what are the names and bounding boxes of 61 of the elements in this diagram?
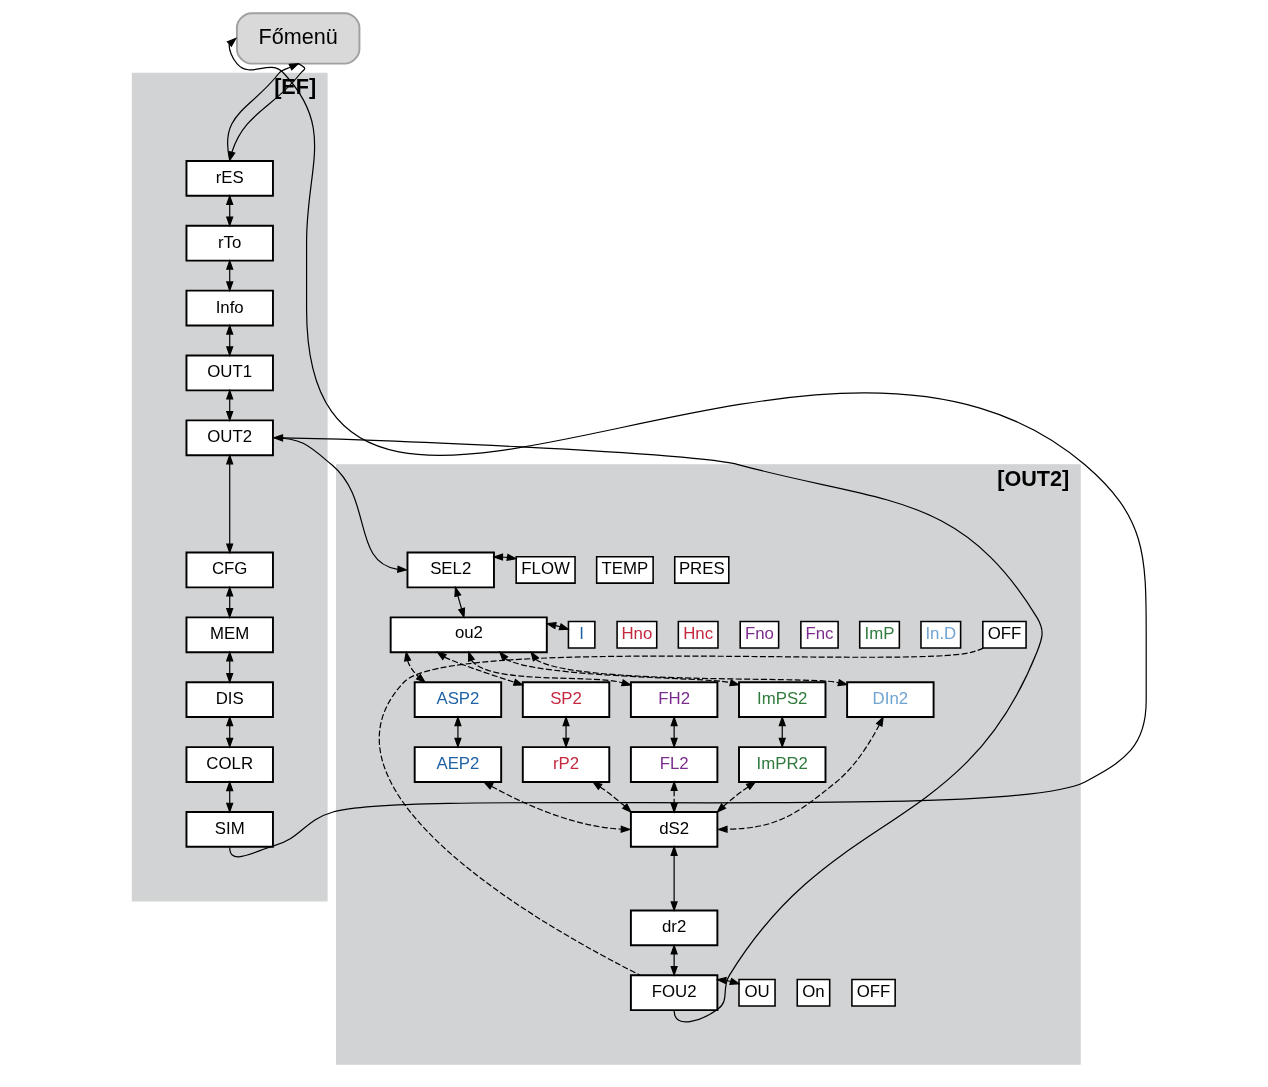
arrow xyxy=(669,845,678,913)
node-box: TEMP xyxy=(595,555,654,584)
arrow xyxy=(403,650,426,684)
arrow xyxy=(669,780,678,814)
arrow xyxy=(591,781,632,814)
node-box: FOU2 xyxy=(629,974,718,1012)
arrow xyxy=(482,781,631,833)
node-box: Info xyxy=(185,289,274,327)
node-box: FLOW xyxy=(514,555,576,584)
node-box: dr2 xyxy=(629,909,718,947)
node-box: ASP2 xyxy=(413,681,502,719)
node-box: DIn2 xyxy=(845,681,935,719)
node-box: Fnc xyxy=(799,620,839,649)
node-box: ImPR2 xyxy=(737,746,826,783)
arrow xyxy=(529,650,849,687)
node-box: ImP xyxy=(858,620,900,649)
node-box: COLR xyxy=(185,746,274,783)
node-box: FL2 xyxy=(629,746,718,783)
node-box: Hno xyxy=(615,620,657,649)
connector xyxy=(378,647,984,976)
arrow xyxy=(715,781,757,814)
node-box: OUT2 xyxy=(185,419,274,457)
node-box: I xyxy=(567,620,596,649)
arrow xyxy=(561,715,570,749)
arrow xyxy=(498,650,740,687)
node-box: rP2 xyxy=(521,746,610,783)
arrow xyxy=(435,651,524,686)
arrow xyxy=(453,585,465,619)
node-box: rES xyxy=(185,159,274,197)
node-box: SP2 xyxy=(521,681,610,719)
node-box: dS2 xyxy=(629,811,718,848)
node-box: PRES xyxy=(673,555,730,584)
arrow xyxy=(467,650,632,687)
arrow xyxy=(669,715,678,749)
arrow xyxy=(271,434,1043,1023)
node-box: OUT1 xyxy=(185,354,274,392)
arrow xyxy=(715,976,741,985)
node-box: Hnc xyxy=(677,620,719,649)
node-box: FH2 xyxy=(629,681,718,719)
node-box: OFF xyxy=(850,978,896,1007)
arrow xyxy=(453,715,462,749)
node-box: SIM xyxy=(185,811,274,848)
node-box: rTo xyxy=(185,224,274,262)
node-box: CFG xyxy=(185,551,274,589)
node-box: On xyxy=(796,978,830,1007)
node-box: Főmenü xyxy=(235,12,360,65)
node-box: Fno xyxy=(738,620,779,649)
arrow xyxy=(544,621,570,631)
node-box: OFF xyxy=(981,620,1027,649)
node-box: OU xyxy=(737,978,776,1007)
node-box: MEM xyxy=(185,616,274,654)
node-box: AEP2 xyxy=(413,746,502,783)
node-box: ImPS2 xyxy=(737,681,826,719)
node-box: ou2 xyxy=(389,616,548,654)
node-box: SEL2 xyxy=(406,551,495,589)
node-box: DIS xyxy=(185,681,274,719)
arrow xyxy=(669,943,678,977)
node-box: In.D xyxy=(919,620,961,649)
arrow xyxy=(491,553,518,562)
arrow xyxy=(716,715,884,834)
arrow xyxy=(225,453,233,555)
